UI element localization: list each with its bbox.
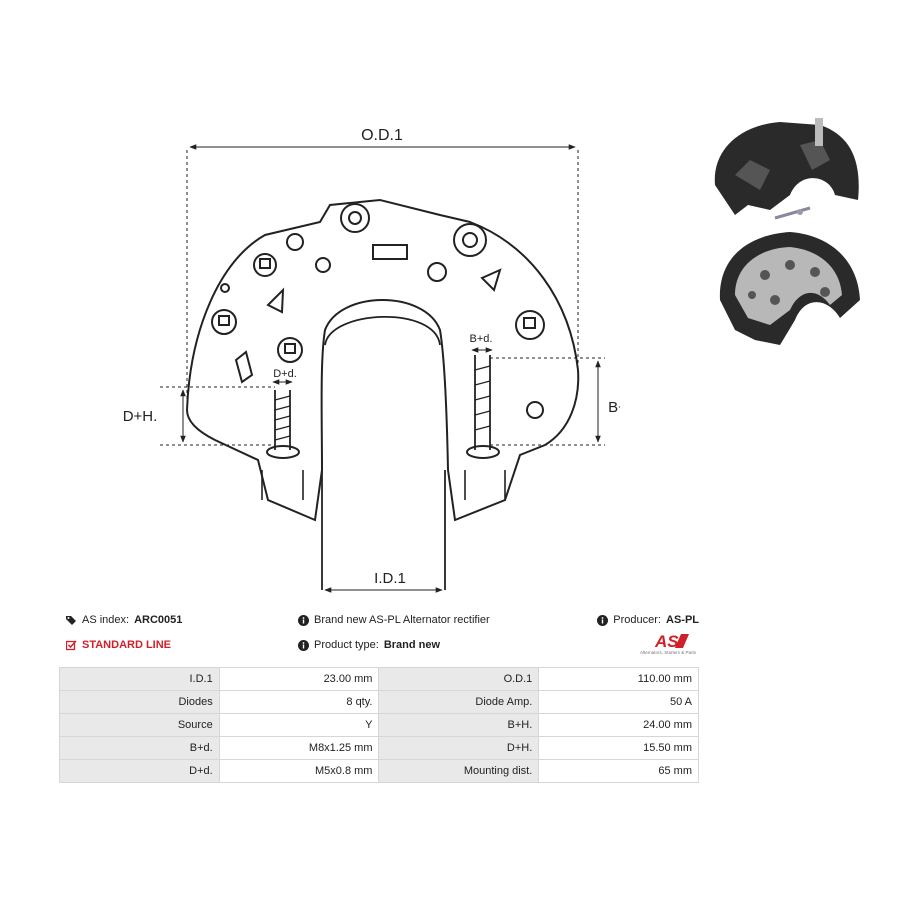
spec-value: 8 qty. [218, 690, 380, 714]
spec-label: D+d. [59, 759, 220, 783]
spec-value: M8x1.25 mm [218, 736, 380, 760]
tags-icon [66, 615, 77, 626]
producer-value: AS-PL [666, 614, 699, 626]
info-icon [597, 614, 609, 626]
id-dimension-label: I.D.1 [374, 570, 406, 587]
rectifier-photo-top [714, 118, 859, 220]
info-icon [298, 614, 309, 626]
bh-dimension-label: B+H. [608, 399, 620, 416]
product-type-row: Product type: Brand new [298, 639, 440, 651]
product-line-label: STANDARD LINE [82, 639, 172, 651]
spec-value: 65 mm [538, 759, 699, 783]
as-index-value: ARC0051 [134, 614, 183, 626]
spec-label: Diodes [59, 690, 220, 714]
as-index-label: AS index: [82, 614, 130, 626]
description-row: Brand new AS-PL Alternator rectifier [298, 614, 490, 626]
rectifier-outline [185, 198, 580, 522]
spec-label: O.D.1 [378, 667, 540, 691]
checkbox-icon [66, 639, 77, 651]
svg-text:AS: AS [654, 632, 679, 650]
as-logo-mark: AS [654, 632, 689, 651]
spec-value: M5x0.8 mm [218, 759, 380, 783]
spec-value: 23.00 mm [218, 667, 380, 691]
dd-dimension-label: D+d. [273, 368, 297, 380]
product-description: Brand new AS-PL Alternator rectifier [314, 614, 490, 626]
rectifier-technical-drawing: O.D.1 I.D.1 D+H. B+H. D+d. B+d. [123, 127, 620, 593]
od-dimension-label: O.D.1 [361, 127, 403, 144]
spec-label: Mounting dist. [378, 759, 540, 783]
spec-value: 110.00 mm [538, 667, 699, 691]
spec-label: Diode Amp. [378, 690, 540, 714]
bd-dimension-label: B+d. [470, 333, 493, 345]
product-line-row: STANDARD LINE [66, 639, 171, 651]
product-photos [714, 118, 860, 345]
product-type-value: Brand new [383, 639, 441, 651]
spec-value: Y [218, 713, 380, 737]
producer-row: Producer: AS-PL [597, 614, 699, 626]
spec-value: 24.00 mm [538, 713, 699, 737]
logo-tagline: Alternators, Starters & Parts [639, 650, 697, 655]
as-pl-logo: AS Alternators, Starters & Parts [637, 632, 699, 660]
dh-dimension-label: D+H. [123, 408, 158, 425]
spec-label: Source [59, 713, 220, 737]
product-type-label: Product type: [314, 639, 379, 651]
rectifier-photo-bottom [719, 232, 860, 345]
producer-label: Producer: [613, 614, 661, 626]
spec-value: 50 A [538, 690, 699, 714]
spec-label: B+d. [59, 736, 220, 760]
spec-label: B+H. [378, 713, 540, 737]
spec-label: I.D.1 [59, 667, 220, 691]
info-icon [298, 639, 309, 651]
spec-value: 15.50 mm [538, 736, 699, 760]
spec-label: D+H. [378, 736, 540, 760]
as-index-row: AS index: ARC0051 [66, 614, 182, 626]
